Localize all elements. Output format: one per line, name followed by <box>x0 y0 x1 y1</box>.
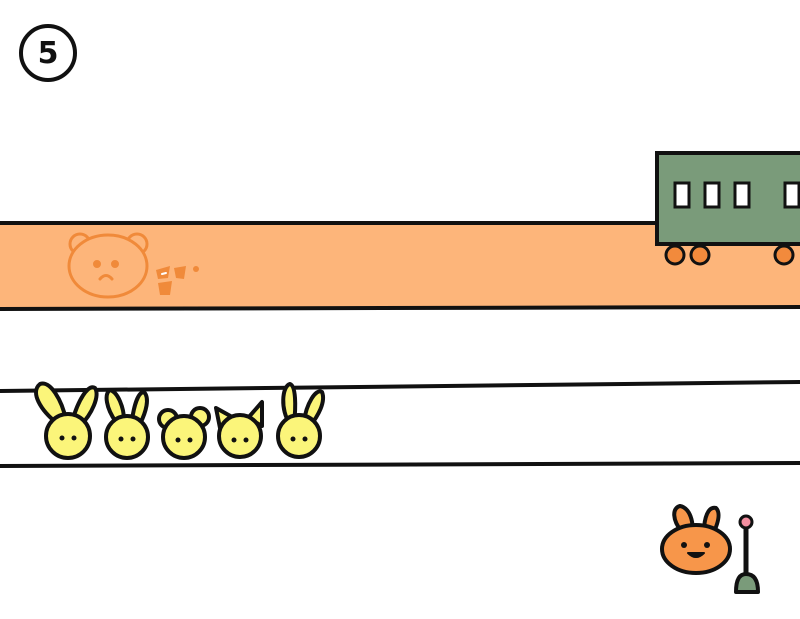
passenger-group <box>34 381 325 460</box>
cat-face-icon[interactable] <box>214 400 264 459</box>
level-badge: 5 <box>19 24 77 82</box>
bunny-face-icon[interactable] <box>104 388 150 460</box>
eye <box>130 436 136 442</box>
debris-piece <box>158 281 172 295</box>
track-bottom-line <box>0 305 800 311</box>
bear-mouth <box>98 274 114 281</box>
bear-eye-left <box>93 260 101 268</box>
bear-eye-right <box>111 260 119 268</box>
cat-head <box>217 413 263 459</box>
eye <box>243 437 249 443</box>
lever-base <box>734 572 760 594</box>
bear-head <box>67 233 149 299</box>
level-number: 5 <box>37 35 59 71</box>
bunny-ear-left <box>104 388 126 424</box>
train-wheel <box>664 244 686 266</box>
train-window <box>673 181 691 209</box>
long-ear-bunny-face-icon[interactable] <box>34 381 99 460</box>
debris-piece <box>156 266 170 279</box>
lever-switch-icon[interactable] <box>734 514 760 594</box>
eye <box>302 436 308 442</box>
eye <box>175 437 181 443</box>
bunny-head <box>104 414 150 460</box>
train-wheel <box>773 244 795 266</box>
debris-piece <box>193 266 199 272</box>
rabbit-head <box>660 523 732 575</box>
eye <box>118 436 124 442</box>
eye <box>71 435 77 441</box>
bear-head <box>161 414 207 460</box>
eye <box>231 437 237 443</box>
train-window <box>703 181 721 209</box>
eye <box>187 437 193 443</box>
orange-rabbit-face-icon[interactable] <box>660 504 732 575</box>
bear-face-icon[interactable] <box>157 406 211 460</box>
train-window <box>733 181 751 209</box>
train-window <box>783 181 800 209</box>
eye <box>704 542 710 548</box>
eye <box>681 542 687 548</box>
green-train-car-icon <box>655 151 800 266</box>
faded-bear-face-icon <box>67 232 199 299</box>
lane-top-line <box>0 380 800 393</box>
lane-bottom-line <box>0 461 800 468</box>
rabbit-mouth <box>687 552 705 558</box>
eye <box>290 436 296 442</box>
lop-ear-bunny-face-icon[interactable] <box>276 382 325 459</box>
waiting-lane <box>0 380 800 468</box>
bunny-ear-left <box>34 381 68 426</box>
bunny-head <box>276 413 322 459</box>
bunny-head <box>44 412 92 460</box>
debris-piece <box>161 272 167 275</box>
eye <box>59 435 65 441</box>
lever-handle <box>738 514 754 530</box>
debris-piece <box>174 266 186 279</box>
train-wheel <box>689 244 711 266</box>
